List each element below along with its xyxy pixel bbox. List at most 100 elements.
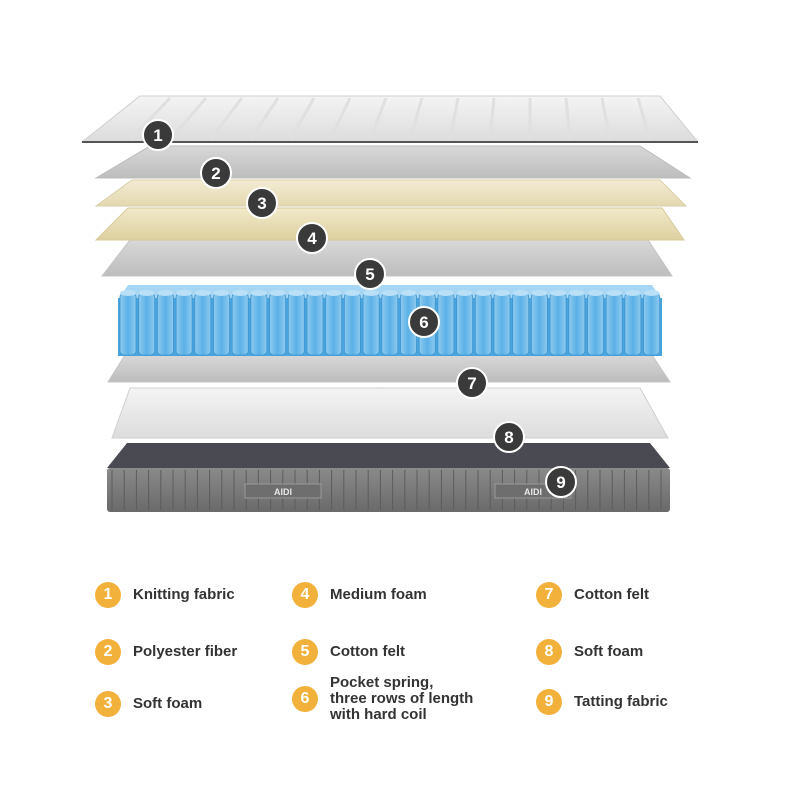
- legend-item-1: 1 Knitting fabric: [95, 582, 235, 608]
- spring-top: [531, 290, 548, 296]
- callout-3: 3: [246, 187, 278, 219]
- callout-2: 2: [200, 157, 232, 189]
- spring-coil: [474, 292, 492, 356]
- svg-text:7: 7: [467, 374, 476, 393]
- knit-line: [600, 97, 612, 141]
- legend-item-8: 8 Soft foam: [536, 639, 643, 665]
- legend-number-badge: 7: [536, 582, 562, 608]
- spring-coil: [138, 292, 156, 356]
- svg-text:4: 4: [307, 229, 317, 248]
- knit-line: [408, 97, 424, 141]
- spring-coil: [269, 292, 287, 356]
- knit-texture: [128, 96, 652, 142]
- legend-number-badge: 4: [292, 582, 318, 608]
- knit-line: [448, 97, 460, 141]
- spring-top: [176, 290, 193, 296]
- spring-top: [232, 290, 249, 296]
- spring-coil: [231, 292, 249, 356]
- legend-number-badge: 6: [292, 686, 318, 712]
- legend-label: Soft foam: [574, 643, 644, 660]
- legend-label: Pocket spring, three rows of length with…: [330, 674, 474, 723]
- legend-number-badge: 2: [95, 639, 121, 665]
- knit-line: [488, 97, 496, 141]
- spring-top: [288, 290, 305, 296]
- legend-label: Cotton felt: [574, 586, 649, 603]
- spring-coil: [194, 292, 212, 356]
- spring-coil: [456, 292, 474, 356]
- spring-top: [494, 290, 510, 296]
- svg-text:9: 9: [556, 473, 565, 492]
- spring-top: [120, 290, 136, 296]
- layer-legend: 1 Knitting fabric 2 Polyester fiber 3 So…: [0, 560, 800, 760]
- legend-number-badge: 9: [536, 689, 562, 715]
- spring-top: [213, 290, 230, 296]
- spring-coil: [287, 292, 305, 356]
- brand-label-left: AIDI: [274, 487, 292, 497]
- layer-7-cotton-felt: [107, 354, 671, 383]
- spring-coil: [624, 292, 642, 356]
- knit-line: [128, 96, 172, 142]
- callout-8: 8: [493, 421, 525, 453]
- legend-label: Knitting fabric: [133, 586, 235, 603]
- spring-top: [437, 290, 454, 296]
- legend-label: Cotton felt: [330, 643, 405, 660]
- layer-9-tatting-fabric: AIDI AIDI: [107, 443, 670, 512]
- svg-text:8: 8: [504, 428, 513, 447]
- spring-top: [250, 290, 267, 296]
- spring-top: [157, 290, 174, 296]
- spring-top: [194, 290, 211, 296]
- spring-coil: [493, 292, 511, 356]
- legend-number-badge: 3: [95, 691, 121, 717]
- spring-coil: [643, 292, 660, 356]
- layer-3-soft-foam: [94, 179, 688, 207]
- spring-coil: [175, 292, 193, 356]
- brand-label-right: AIDI: [524, 487, 542, 497]
- legend-item-4: 4 Medium foam: [292, 582, 427, 608]
- knit-line: [564, 97, 572, 141]
- spring-coil: [306, 292, 324, 356]
- spring-top: [568, 290, 585, 296]
- legend-label: Polyester fiber: [133, 643, 238, 660]
- spring-coil: [343, 292, 361, 356]
- legend-number-badge: 8: [536, 639, 562, 665]
- spring-coil: [531, 292, 548, 356]
- spring-top: [325, 290, 342, 296]
- legend-item-9: 9 Tatting fabric: [536, 689, 668, 715]
- spring-top: [550, 290, 567, 296]
- legend-item-6: 6 Pocket spring, three rows of length wi…: [292, 675, 473, 723]
- layer-8-soft-foam: [111, 387, 669, 439]
- knit-line: [208, 97, 244, 141]
- spring-top: [587, 290, 604, 296]
- layer-6-pocket-spring: [118, 285, 662, 356]
- svg-text:2: 2: [211, 164, 220, 183]
- knit-line: [168, 97, 208, 141]
- spring-coil: [587, 292, 604, 356]
- knit-line: [368, 97, 388, 141]
- spring-top: [419, 290, 436, 296]
- spring-coil: [213, 292, 230, 356]
- spring-top: [624, 290, 641, 296]
- spring-top: [643, 290, 660, 296]
- callout-4: 4: [296, 222, 328, 254]
- spring-top: [381, 290, 398, 296]
- spring-top: [138, 290, 155, 296]
- spring-coil: [437, 292, 455, 356]
- legend-label: Tatting fabric: [574, 693, 668, 710]
- spring-coil: [605, 292, 623, 356]
- spring-top: [475, 290, 492, 296]
- legend-label: Soft foam: [133, 695, 203, 712]
- spring-coil: [549, 292, 567, 356]
- callout-9: 9: [545, 466, 577, 498]
- spring-top: [456, 290, 473, 296]
- mattress-layers-diagram: AIDI AIDI 1 2 3 4 5: [80, 95, 700, 512]
- legend-item-7: 7 Cotton felt: [536, 582, 649, 608]
- callout-7: 7: [456, 367, 488, 399]
- legend-number-badge: 1: [95, 582, 121, 608]
- spring-coil: [119, 292, 137, 356]
- svg-text:6: 6: [419, 313, 428, 332]
- knit-line: [328, 97, 352, 141]
- spring-top: [400, 290, 417, 296]
- svg-text:3: 3: [257, 194, 266, 213]
- spring-top: [363, 290, 380, 296]
- legend-label: Medium foam: [330, 586, 427, 603]
